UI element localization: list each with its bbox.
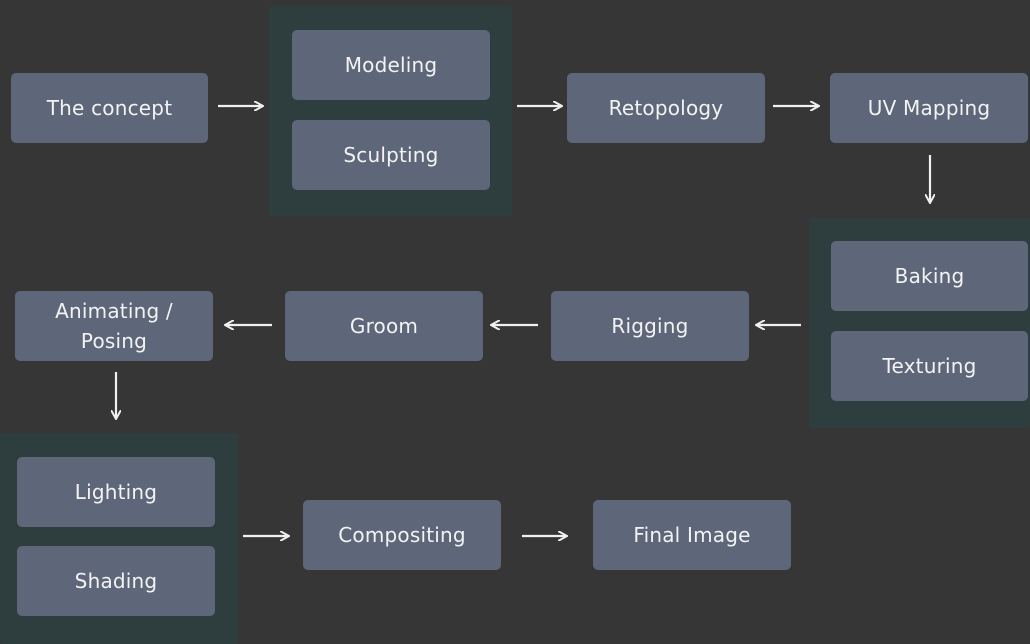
node-final-image: Final Image: [593, 500, 791, 570]
node-lighting: Lighting: [17, 457, 215, 527]
node-shading: Shading: [17, 546, 215, 616]
node-compositing: Compositing: [303, 500, 501, 570]
node-the-concept: The concept: [11, 73, 208, 143]
node-groom: Groom: [285, 291, 483, 361]
node-modeling: Modeling: [292, 30, 490, 100]
node-texturing: Texturing: [831, 331, 1028, 401]
node-sculpting: Sculpting: [292, 120, 490, 190]
node-rigging: Rigging: [551, 291, 749, 361]
node-uv-mapping: UV Mapping: [830, 73, 1028, 143]
node-retopology: Retopology: [567, 73, 765, 143]
node-animating-posing: Animating / Posing: [15, 291, 213, 361]
node-baking: Baking: [831, 241, 1028, 311]
